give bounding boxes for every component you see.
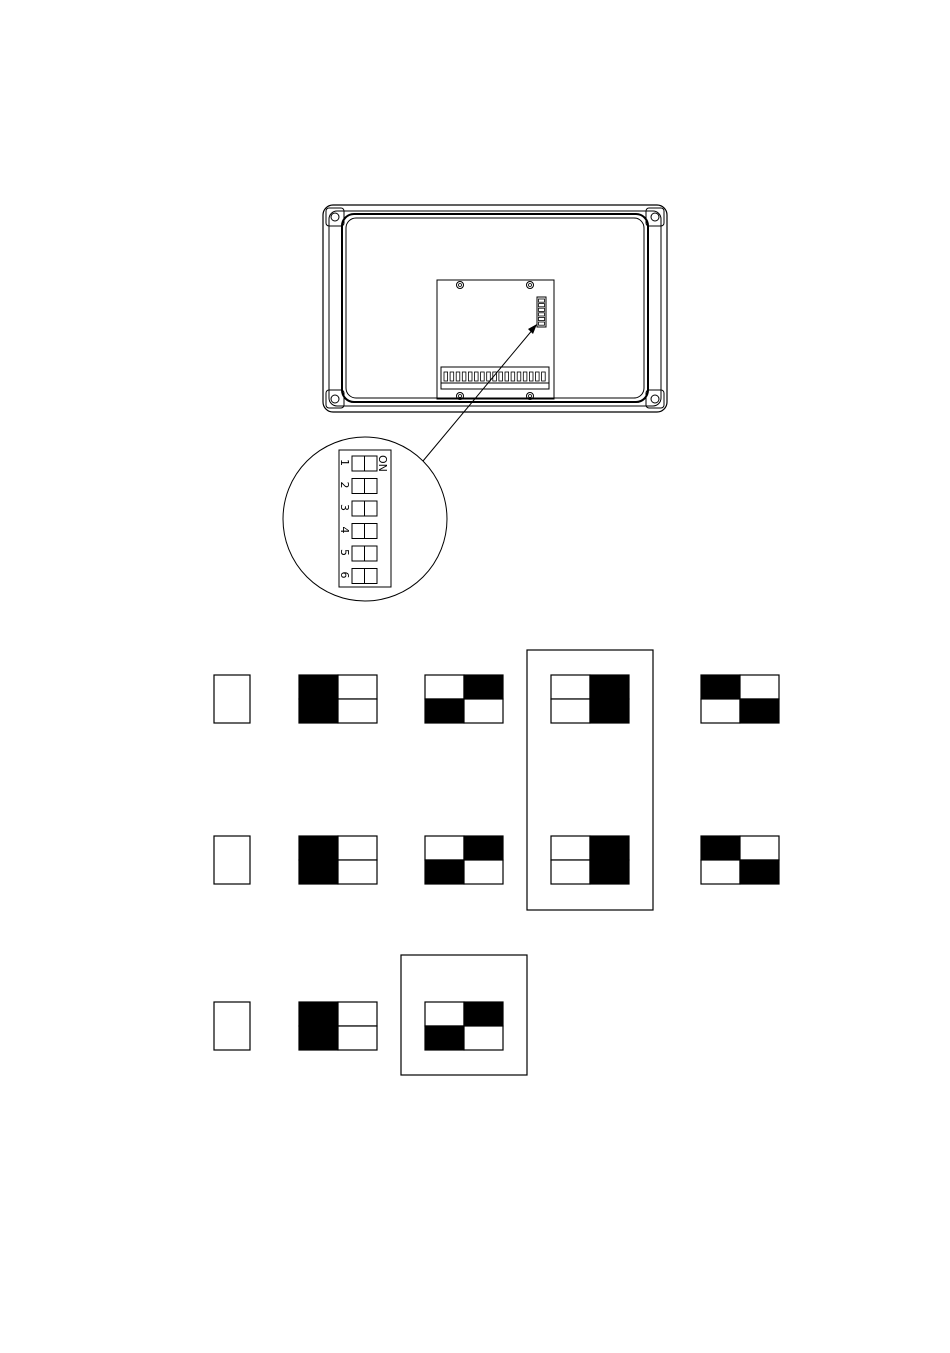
- filled-cell: [464, 675, 503, 699]
- empty-cell: [338, 1026, 377, 1050]
- empty-cell: [464, 860, 503, 884]
- empty-cell: [551, 836, 590, 860]
- terminal-pin: [450, 372, 454, 381]
- empty-cell: [425, 675, 464, 699]
- terminal-pin: [468, 372, 472, 381]
- setting-pattern-diag-tr-bl: [425, 836, 503, 884]
- board-screws: [457, 282, 534, 400]
- terminal-pin: [481, 372, 485, 381]
- empty-cell: [740, 836, 779, 860]
- empty-cell: [701, 860, 740, 884]
- empty-cell: [740, 675, 779, 699]
- empty-cell: [338, 836, 377, 860]
- terminal-pin: [523, 372, 527, 381]
- dip-switch-2: 2: [338, 479, 377, 494]
- setting-pattern-diag-tr-bl: [425, 1002, 503, 1050]
- filled-cell: [299, 675, 338, 699]
- filled-cell: [590, 699, 629, 723]
- switch-number-label: 4: [338, 527, 351, 534]
- dip-switch-1: 1: [338, 456, 377, 471]
- filled-cell: [590, 836, 629, 860]
- terminal-pin: [529, 372, 533, 381]
- filled-cell: [299, 860, 338, 884]
- empty-cell: [551, 699, 590, 723]
- terminal-pin: [444, 372, 448, 381]
- board-dip-cell: [539, 313, 545, 316]
- empty-cell: [464, 1026, 503, 1050]
- board-dip-cell: [539, 304, 545, 307]
- filled-cell: [590, 860, 629, 884]
- terminal-strip: [441, 367, 549, 389]
- on-label: ON: [376, 455, 389, 472]
- filled-cell: [740, 860, 779, 884]
- blank-cell: [214, 836, 250, 884]
- board-dip-cell: [539, 308, 545, 311]
- terminal-pin: [499, 372, 503, 381]
- empty-cell: [701, 699, 740, 723]
- terminal-pin: [517, 372, 521, 381]
- filled-cell: [425, 860, 464, 884]
- board-dip-cell: [539, 322, 545, 325]
- leader-arrow: [423, 324, 537, 461]
- setting-pattern-right-both: [551, 675, 629, 723]
- terminal-pin: [462, 372, 466, 381]
- empty-cell: [425, 836, 464, 860]
- empty-cell: [425, 1002, 464, 1026]
- filled-cell: [425, 699, 464, 723]
- empty-cell: [551, 675, 590, 699]
- enclosure: [323, 205, 667, 412]
- empty-cell: [338, 675, 377, 699]
- dip-switch-6: 6: [338, 569, 377, 584]
- dip-switch-5: 5: [338, 546, 377, 561]
- terminal-pin: [487, 372, 491, 381]
- setting-pattern-left-both: [299, 1002, 377, 1050]
- zoom-detail: ON 1 2 3 4 5 6: [283, 437, 447, 601]
- empty-cell: [464, 699, 503, 723]
- switch-number-label: 2: [338, 482, 351, 489]
- filled-cell: [464, 1002, 503, 1026]
- filled-cell: [740, 699, 779, 723]
- setting-pattern-left-both: [299, 836, 377, 884]
- terminal-pin: [505, 372, 509, 381]
- blank-cell: [214, 1002, 250, 1050]
- empty-cell: [338, 699, 377, 723]
- board-dip-cell: [539, 299, 545, 302]
- switch-number-label: 5: [338, 549, 351, 556]
- empty-cell: [338, 860, 377, 884]
- filled-cell: [701, 836, 740, 860]
- filled-cell: [299, 1002, 338, 1026]
- terminal-pin: [456, 372, 460, 381]
- filled-cell: [299, 1026, 338, 1050]
- setting-pattern-left-both: [299, 675, 377, 723]
- filled-cell: [299, 699, 338, 723]
- switch-setting-grid: [214, 675, 779, 1050]
- setting-pattern-blank: [214, 675, 250, 723]
- blank-cell: [214, 675, 250, 723]
- setting-pattern-diag-tl-br: [701, 836, 779, 884]
- switch-number-label: 3: [338, 504, 351, 511]
- setting-pattern-diag-tr-bl: [425, 675, 503, 723]
- filled-cell: [299, 836, 338, 860]
- board-dip-cell: [539, 317, 545, 320]
- terminal-pin: [536, 372, 540, 381]
- switch-number-label: 6: [338, 572, 351, 579]
- setting-pattern-blank: [214, 1002, 250, 1050]
- filled-cell: [425, 1026, 464, 1050]
- dip-switch-4: 4: [338, 524, 377, 539]
- terminal-pin: [542, 372, 546, 381]
- setting-pattern-diag-tl-br: [701, 675, 779, 723]
- terminal-pin: [511, 372, 515, 381]
- setting-pattern-right-both: [551, 836, 629, 884]
- filled-cell: [701, 675, 740, 699]
- filled-cell: [590, 675, 629, 699]
- filled-cell: [464, 836, 503, 860]
- empty-cell: [551, 860, 590, 884]
- setting-pattern-blank: [214, 836, 250, 884]
- switch-number-label: 1: [338, 459, 351, 466]
- board-dip-switch: [537, 297, 546, 327]
- dip-switch-3: 3: [338, 501, 377, 516]
- terminal-pin: [475, 372, 479, 381]
- empty-cell: [338, 1002, 377, 1026]
